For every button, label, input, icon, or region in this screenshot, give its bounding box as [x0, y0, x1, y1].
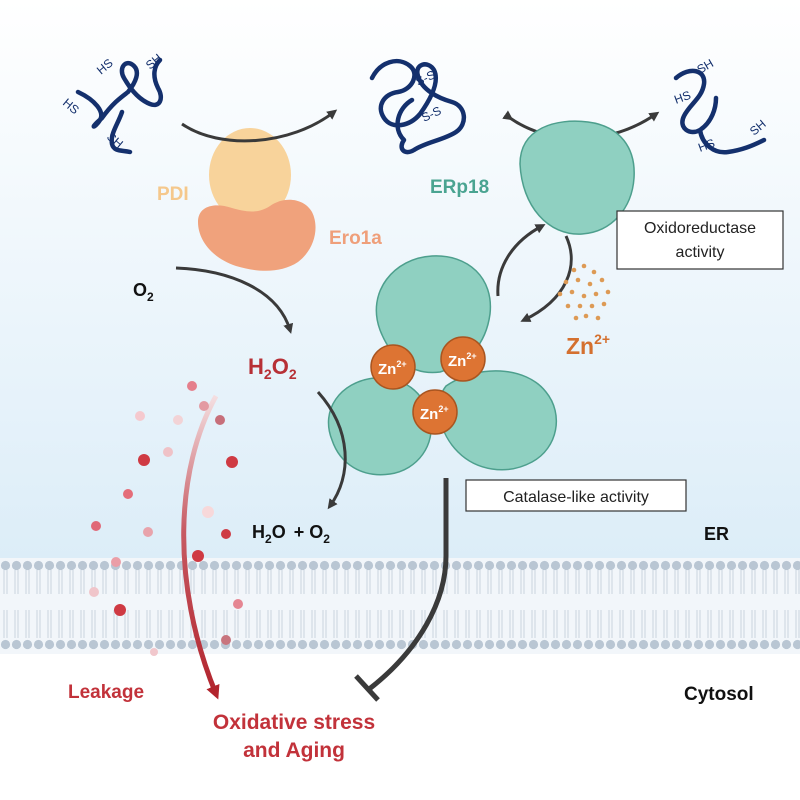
ero1a-label: Ero1a: [329, 228, 382, 249]
arrow-oxidation: [181, 109, 338, 143]
cytosol-background: [0, 650, 800, 800]
zinc-ion-dots: [557, 263, 611, 321]
erp18-label: ERp18: [430, 177, 489, 198]
inhibition-bar: [354, 674, 380, 702]
cytosol-label: Cytosol: [684, 684, 754, 705]
catalase-activity-box: Catalase-like activity: [465, 479, 687, 512]
oxidative-stress-label: Oxidative stress: [213, 711, 375, 734]
h2o2-label: H2O2: [248, 354, 297, 382]
zinc-ion-3: Zn2+: [412, 389, 458, 435]
erp18-monomer: [519, 120, 635, 235]
inhibition-line: [366, 478, 449, 692]
hs-label: HS: [696, 136, 716, 155]
svg-text:Oxidoreductase: Oxidoreductase: [644, 220, 756, 237]
hs-label: HS: [672, 88, 692, 107]
arrow-zinc-binding: [496, 224, 546, 297]
ero1a-protein: [198, 199, 316, 271]
svg-text:Zn2+: Zn2+: [420, 404, 449, 423]
oxidoreductase-activity-box: Oxidoreductase activity: [616, 210, 784, 270]
svg-text:Zn2+: Zn2+: [448, 351, 477, 370]
er-membrane: [0, 558, 800, 654]
oxygen-label: O2: [133, 280, 154, 304]
svg-text:Catalase-like activity: Catalase-like activity: [503, 489, 649, 506]
water-oxygen-label: H2O+ O2: [252, 522, 330, 546]
arrow-o2-to-h2o2: [175, 266, 294, 334]
leakage-arrow: [181, 394, 220, 700]
svg-text:activity: activity: [676, 244, 725, 261]
zinc-label: Zn2+: [566, 331, 610, 359]
er-label: ER: [704, 524, 729, 544]
zinc-ion-1: Zn2+: [370, 344, 416, 390]
aging-label: and Aging: [243, 739, 345, 762]
arrow-h2o2-decomposition: [316, 391, 347, 510]
svg-text:Zn2+: Zn2+: [378, 359, 407, 378]
pdi-label: PDI: [157, 184, 189, 205]
leakage-label: Leakage: [68, 682, 144, 703]
zinc-ion-2: Zn2+: [440, 336, 486, 382]
h2o2-droplets: [89, 381, 243, 656]
pdi-protein: [209, 128, 291, 222]
